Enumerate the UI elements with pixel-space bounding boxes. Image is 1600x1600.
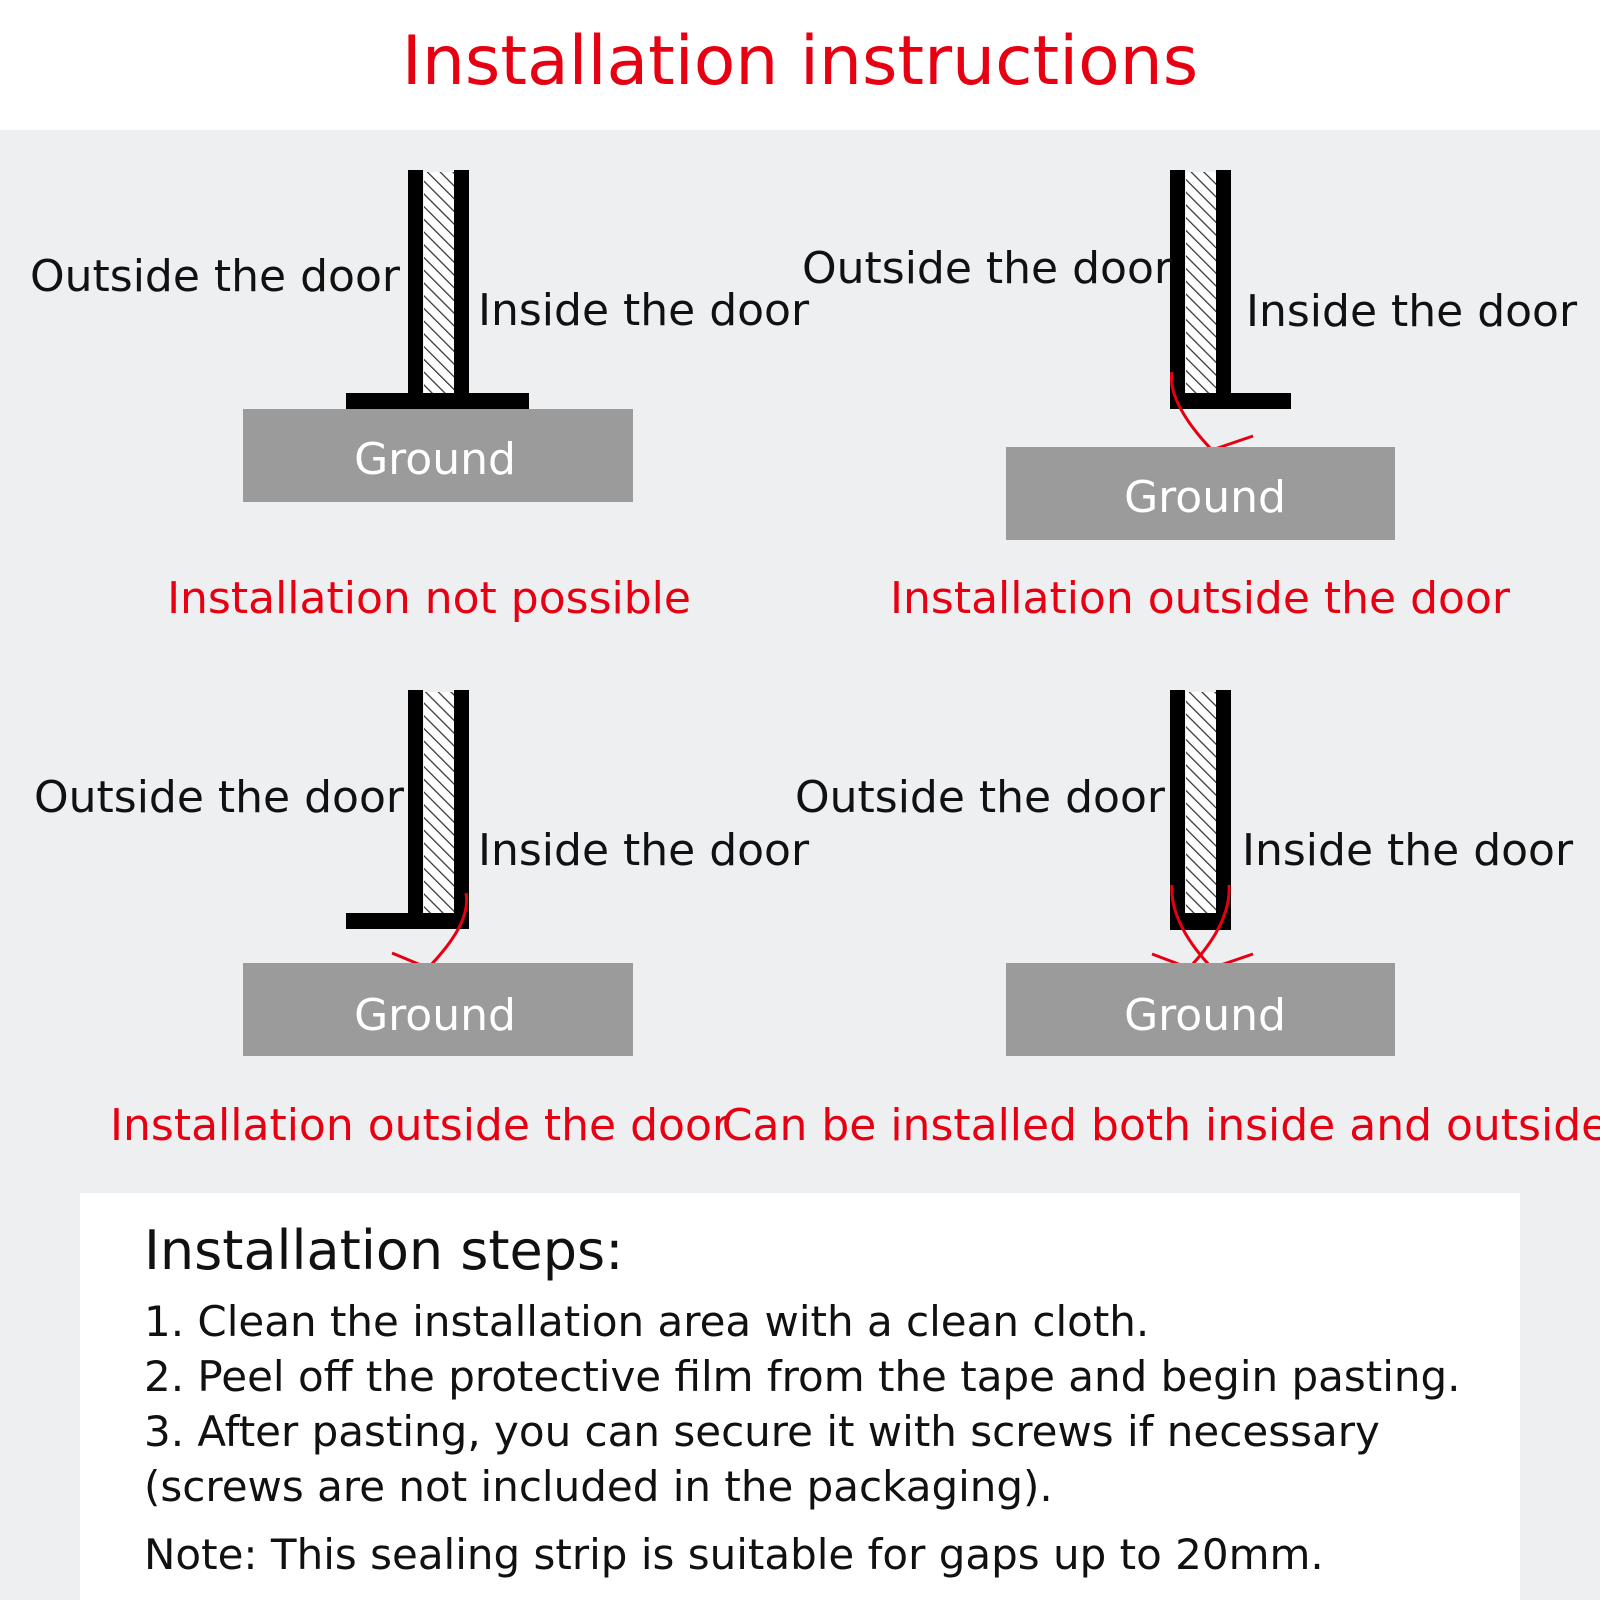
caption: Can be installed both inside and outside <box>722 1100 1600 1151</box>
note: Note: This sealing strip is suitable for… <box>144 1530 1324 1579</box>
outside-label: Outside the door <box>802 243 1173 294</box>
ground-label: Ground <box>354 434 516 485</box>
seal-strip-right <box>1216 690 1231 930</box>
seal-strip-left <box>408 690 423 920</box>
seal-base <box>1170 393 1291 409</box>
door-panel <box>1186 692 1219 914</box>
step-3: 3. After pasting, you can secure it with… <box>144 1407 1380 1456</box>
outside-label: Outside the door <box>795 772 1166 823</box>
steps-title: Installation steps: <box>144 1219 624 1282</box>
diagram-both-sides: Ground Outside the door Inside the door … <box>722 690 1600 1151</box>
ground-block <box>1006 963 1395 1056</box>
seal-strip-right <box>454 690 469 920</box>
door-panel <box>424 172 457 398</box>
header: Installation instructions <box>0 0 1600 130</box>
inside-label: Inside the door <box>478 825 810 876</box>
door-panel <box>1186 172 1219 398</box>
seal-strip-left <box>1170 690 1185 930</box>
caption: Installation outside the door <box>890 573 1511 624</box>
inside-label: Inside the door <box>1242 825 1574 876</box>
installation-steps-box: Installation steps: 1. Clean the install… <box>80 1193 1520 1600</box>
diagram-outside-install-alt: Ground Outside the door Inside the door … <box>34 690 810 1151</box>
seal-base <box>1170 913 1231 930</box>
inside-label: Inside the door <box>1246 286 1578 337</box>
outside-label: Outside the door <box>30 251 401 302</box>
seal-strip-left <box>408 170 423 400</box>
seal-strip-left <box>1170 170 1185 400</box>
step-2: 2. Peel off the protective film from the… <box>144 1352 1461 1401</box>
door-panel <box>424 692 457 918</box>
seal-strip-right <box>1216 170 1231 400</box>
outside-label: Outside the door <box>34 772 405 823</box>
step-1: 1. Clean the installation area with a cl… <box>144 1297 1150 1346</box>
diagram-not-possible: Ground Outside the door Inside the door … <box>30 170 810 624</box>
page-title: Installation instructions <box>401 22 1199 101</box>
ground-label: Ground <box>354 990 516 1041</box>
inside-label: Inside the door <box>478 285 810 336</box>
ground-label: Ground <box>1124 990 1286 1041</box>
caption: Installation outside the door <box>110 1100 731 1151</box>
ground-block <box>243 963 633 1056</box>
seal-strip-right <box>454 170 469 400</box>
seal-base <box>346 393 529 409</box>
ground-label: Ground <box>1124 472 1286 523</box>
ground-block <box>243 409 633 502</box>
installation-diagrams: Ground Outside the door Inside the door … <box>30 170 1600 1151</box>
diagram-outside-install: Ground Outside the door Inside the door … <box>802 170 1578 624</box>
step-3-continued: (screws are not included in the packagin… <box>144 1462 1053 1511</box>
seal-base <box>346 913 469 929</box>
caption: Installation not possible <box>167 573 691 624</box>
ground-block <box>1006 447 1395 540</box>
